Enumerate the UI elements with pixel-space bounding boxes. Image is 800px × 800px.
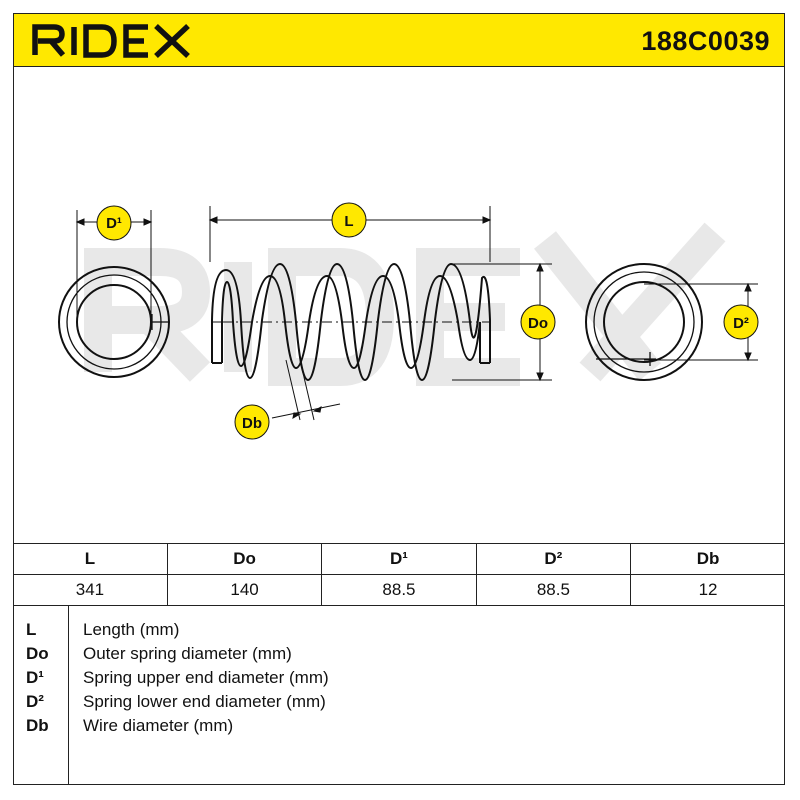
label-d1: D¹: [96, 205, 132, 241]
legend-key: L: [26, 620, 37, 639]
spec-header-length: L: [13, 543, 168, 575]
spec-value-length: 341: [13, 574, 168, 606]
legend-row-d1: D¹ Spring upper end diameter (mm): [13, 666, 785, 690]
wire-diameter-dimension: [271, 359, 341, 421]
spec-header-outer-diameter: Do: [166, 543, 322, 575]
svg-text:Db: Db: [242, 415, 262, 432]
header-bar: 188C0039: [13, 13, 785, 67]
spec-table: L Do D¹ D² Db 341 140 88.5 88.5 12: [13, 543, 785, 606]
spec-value-d2: 88.5: [475, 574, 631, 606]
label-d2: D²: [723, 304, 759, 340]
legend-desc: Length (mm): [83, 620, 180, 639]
ridex-watermark: [84, 222, 726, 386]
spec-header-d2: D²: [475, 543, 631, 575]
spec-value-outer-diameter: 140: [166, 574, 322, 606]
legend-row-d2: D² Spring lower end diameter (mm): [13, 690, 785, 714]
upper-end-view: [58, 266, 170, 378]
spec-table-header-row: L Do D¹ D² Db: [13, 543, 785, 575]
spec-value-wire: 12: [630, 574, 785, 606]
label-length: L: [331, 202, 367, 238]
legend-row-wire: Db Wire diameter (mm): [13, 714, 785, 738]
legend-desc: Wire diameter (mm): [83, 716, 234, 735]
legend-desc: Spring upper end diameter (mm): [83, 668, 329, 687]
svg-text:L: L: [344, 213, 353, 230]
legend-key: D¹: [26, 668, 44, 687]
legend-key: Do: [26, 644, 49, 663]
legend-key: D²: [26, 692, 44, 711]
lower-end-view: [585, 263, 703, 381]
legend-row-length: L Length (mm): [13, 618, 785, 642]
legend-row-outer-diameter: Do Outer spring diameter (mm): [13, 642, 785, 666]
legend-desc: Outer spring diameter (mm): [83, 644, 292, 663]
legend-key: Db: [26, 716, 49, 735]
svg-text:Do: Do: [528, 315, 548, 332]
legend: L Length (mm) Do Outer spring diameter (…: [13, 606, 785, 785]
spec-value-d1: 88.5: [321, 574, 477, 606]
length-dimension: [208, 206, 492, 262]
legend-desc: Spring lower end diameter (mm): [83, 692, 326, 711]
svg-text:D¹: D¹: [106, 215, 122, 232]
spec-header-d1: D¹: [321, 543, 477, 575]
legend-divider: [68, 606, 69, 785]
spec-header-wire: Db: [630, 543, 785, 575]
ridex-logo: [32, 23, 190, 59]
spec-table-value-row: 341 140 88.5 88.5 12: [13, 574, 785, 606]
part-number: 188C0039: [641, 26, 770, 56]
svg-text:D²: D²: [733, 315, 749, 332]
label-wire: Db: [234, 404, 270, 440]
label-outer-diameter: Do: [520, 304, 556, 340]
spring-side-view: [211, 262, 491, 382]
